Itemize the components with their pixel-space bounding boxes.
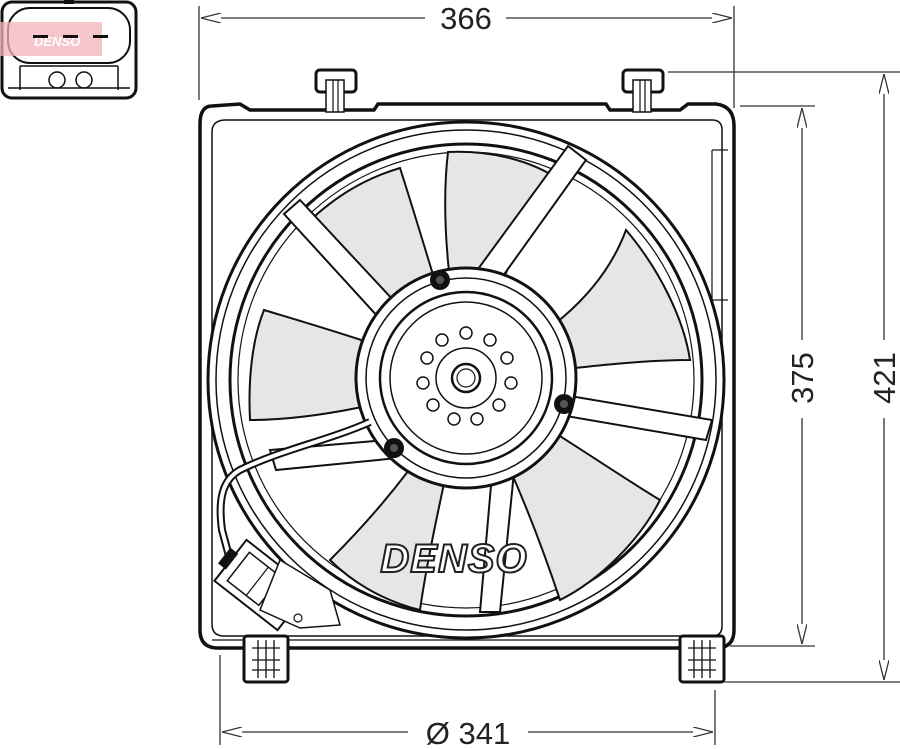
motor-hub bbox=[354, 266, 578, 490]
hub-mount-bolts bbox=[384, 270, 574, 458]
mount-foot-bottom-right bbox=[678, 634, 726, 684]
dimension-label-341: Ø 341 bbox=[426, 716, 510, 749]
dimension-fan-diameter: Ø 341 bbox=[219, 655, 716, 749]
dimension-label-366: 366 bbox=[440, 1, 492, 36]
dimension-label-375: 375 bbox=[785, 352, 820, 404]
dimension-label-421: 421 bbox=[867, 352, 900, 404]
connector-inset: DENSO bbox=[0, 0, 138, 100]
dimension-overall-height: 421 bbox=[668, 71, 900, 683]
connector-pin-2 bbox=[63, 35, 78, 38]
connector-pin-3 bbox=[93, 35, 108, 38]
connector-pin-1 bbox=[33, 35, 48, 38]
brand-logo: DENSO bbox=[380, 537, 527, 581]
mount-foot-bottom-left bbox=[242, 634, 290, 684]
connector-bracket bbox=[259, 558, 341, 629]
wire-harness bbox=[216, 418, 372, 562]
connector-watermark-block bbox=[0, 22, 102, 56]
dimension-overall-width: 366 bbox=[198, 1, 735, 108]
mount-tab-top-right bbox=[621, 68, 665, 113]
mount-tab-top-left bbox=[314, 68, 358, 113]
hub-vent-holes bbox=[416, 326, 518, 426]
dimension-shroud-height: 375 bbox=[730, 105, 820, 647]
